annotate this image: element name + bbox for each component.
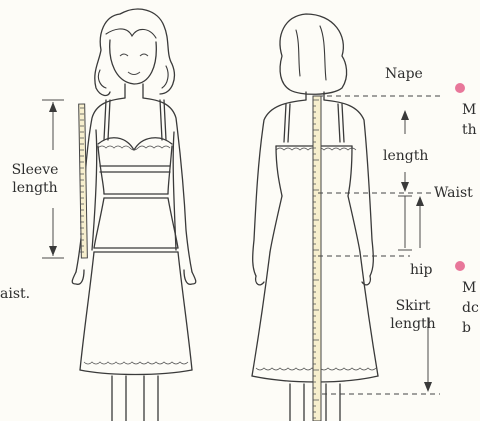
right-text-top-line1: M <box>462 102 476 119</box>
hip-label: hip <box>410 262 432 279</box>
right-text-bottom-line2: dc <box>462 300 479 317</box>
front-bodice-top <box>98 138 172 150</box>
front-skirt <box>80 252 192 370</box>
right-text-bottom-line3: b <box>462 320 471 337</box>
sleeve-tape <box>79 104 88 258</box>
front-waist-band <box>104 194 168 198</box>
sleeve-label-line1: Sleeve <box>6 162 64 179</box>
nape-label: Nape <box>385 66 423 83</box>
front-hair <box>95 9 175 95</box>
waist-label: Waist <box>434 185 473 202</box>
front-bust-band <box>100 166 170 172</box>
front-legs <box>112 376 158 421</box>
front-face <box>110 40 157 84</box>
sleeve-label-line2: length <box>6 180 64 197</box>
right-text-bottom-line1: M <box>462 280 476 297</box>
skirt-label-line2: length <box>386 316 440 333</box>
back-left-arm <box>253 100 306 276</box>
front-hip-band <box>94 248 178 252</box>
front-figure <box>72 9 196 421</box>
length-label: length <box>383 148 428 165</box>
waist-fragment-text: aist. <box>0 286 30 303</box>
sleeve-length-arrow <box>42 100 64 258</box>
skirt-label-line1: Skirt <box>386 298 440 315</box>
measurement-guides <box>318 96 440 394</box>
back-hair <box>280 14 347 94</box>
front-right-arm <box>143 98 192 272</box>
right-text-top-line2: th <box>462 122 477 139</box>
back-right-arm <box>324 100 373 276</box>
back-figure <box>252 14 378 421</box>
bullet-dot-top <box>455 83 465 93</box>
back-tape <box>313 96 321 421</box>
bullet-dot-bottom <box>455 261 465 271</box>
